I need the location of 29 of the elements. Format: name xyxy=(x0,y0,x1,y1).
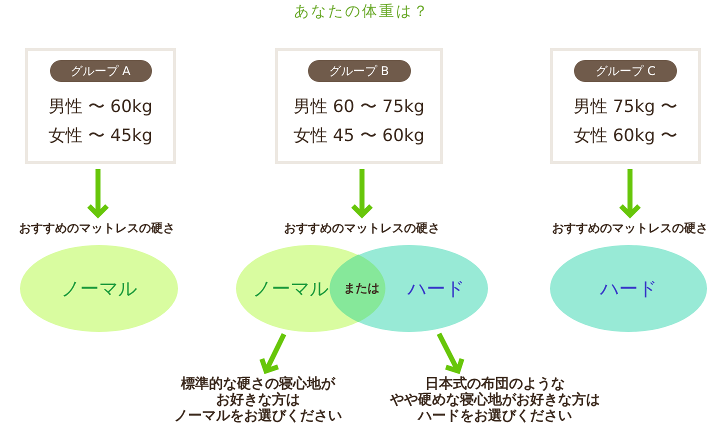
weight-range: 男性 60 〜 75kg xyxy=(293,97,425,117)
arrow xyxy=(259,333,286,374)
overlap-region xyxy=(330,255,385,322)
group-card xyxy=(275,48,443,164)
arrow xyxy=(618,169,642,218)
group-badge: グループ B xyxy=(308,60,410,82)
weight-range: 女性 45 〜 60kg xyxy=(293,126,425,146)
firmness-label: ノーマル xyxy=(61,276,137,300)
recommendation-note: 日本式の布団のようなやや硬めな寝心地がお好きな方はハードをお選びください xyxy=(390,376,600,424)
group-card xyxy=(25,48,176,164)
overlap-label: または xyxy=(344,280,380,296)
weight-range: 男性 75kg 〜 xyxy=(573,97,678,117)
recommendation-note: 標準的な硬さの寝心地がお好きな方はノーマルをお選びください xyxy=(174,376,342,424)
weight-range: 女性 〜 45kg xyxy=(48,126,153,146)
arrow xyxy=(436,332,464,374)
firmness-label: ハード xyxy=(407,276,464,300)
arrow xyxy=(86,169,110,218)
weight-range: 女性 60kg 〜 xyxy=(573,126,678,146)
title: あなたの体重は？ xyxy=(294,1,430,21)
group-badge: グループ C xyxy=(574,60,677,82)
weight-range: 男性 〜 60kg xyxy=(48,97,153,117)
recommendation-heading: おすすめのマットレスの硬さ xyxy=(19,220,175,236)
group-card xyxy=(550,48,701,164)
recommendation-heading: おすすめのマットレスの硬さ xyxy=(284,220,440,236)
firmness-label: ノーマル xyxy=(252,276,328,300)
group-badge: グループ A xyxy=(50,60,152,82)
arrow xyxy=(350,169,374,218)
firmness-label: ハード xyxy=(600,276,657,300)
recommendation-heading: おすすめのマットレスの硬さ xyxy=(552,220,708,236)
